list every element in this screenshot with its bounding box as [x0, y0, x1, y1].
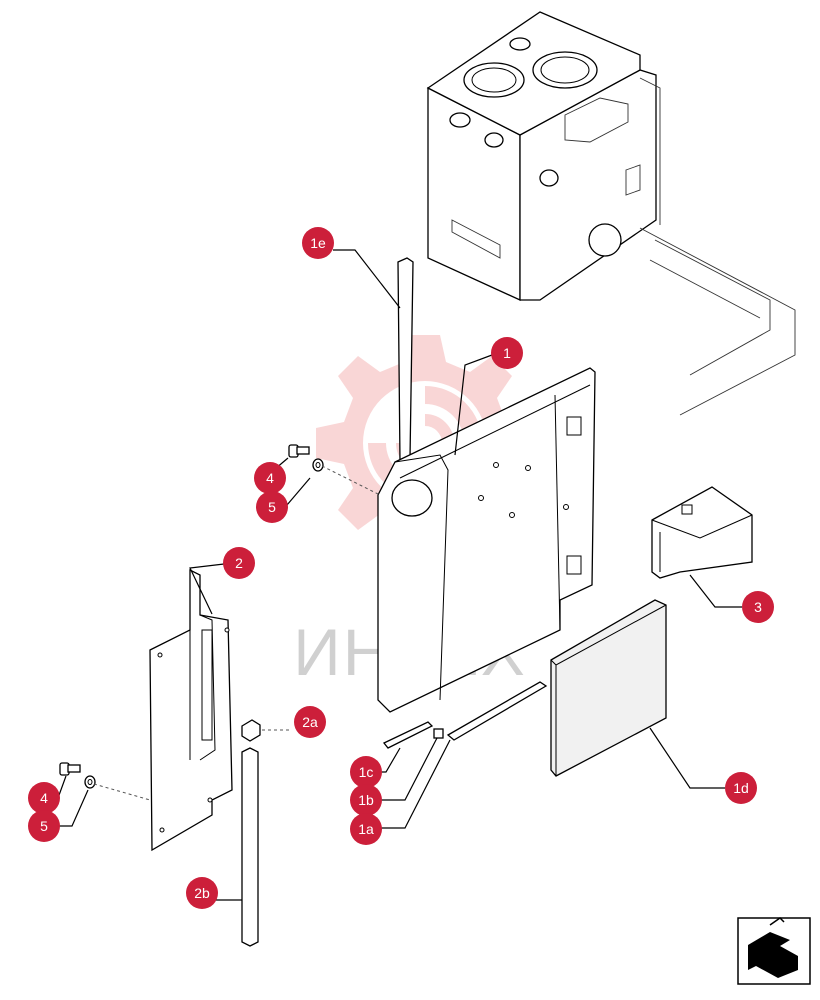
callout-1e: 1e	[302, 227, 334, 259]
part-1d-pad	[550, 599, 667, 777]
svg-text:2b: 2b	[194, 885, 210, 901]
svg-text:1c: 1c	[359, 764, 374, 780]
callout-4b: 4	[28, 782, 60, 814]
bolt-upper-icon	[288, 444, 310, 458]
svg-text:1e: 1e	[310, 235, 326, 251]
svg-text:1: 1	[503, 345, 511, 361]
part-2a-block	[241, 719, 261, 742]
callout-2b: 2b	[186, 877, 218, 909]
svg-text:3: 3	[754, 599, 762, 615]
leader-1d	[649, 727, 725, 789]
callout-1a: 1a	[350, 813, 382, 845]
orientation-nav-icon[interactable]	[737, 917, 811, 985]
svg-text:1b: 1b	[358, 792, 374, 808]
assembly-line-lower	[93, 783, 151, 801]
part-1e-strip	[397, 257, 414, 463]
callout-1b: 1b	[350, 784, 382, 816]
callout-2: 2	[223, 547, 255, 579]
part-1-main-panel	[377, 367, 596, 713]
callout-1d: 1d	[725, 772, 757, 804]
leader-5a	[286, 477, 311, 506]
callout-1c: 1c	[350, 756, 382, 788]
svg-text:2a: 2a	[302, 714, 318, 730]
part-2b-bar	[241, 747, 259, 947]
callout-2a: 2a	[294, 706, 326, 738]
part-1c-strip	[382, 721, 434, 749]
bolt-lower-icon	[59, 762, 81, 776]
svg-text:4: 4	[40, 790, 48, 806]
leader-1	[454, 354, 493, 456]
part-3-bracket	[651, 486, 753, 579]
washer-upper-icon	[312, 458, 324, 472]
svg-text:5: 5	[268, 499, 276, 515]
leader-2	[189, 563, 225, 615]
callout-5b: 5	[28, 810, 60, 842]
callout-1: 1	[491, 337, 523, 369]
callout-4a: 4	[254, 462, 286, 494]
svg-text:2: 2	[235, 555, 243, 571]
washer-lower-icon	[84, 775, 96, 789]
leader-5b	[58, 789, 89, 827]
svg-text:4: 4	[266, 470, 274, 486]
callout-5a: 5	[256, 491, 288, 523]
part-1a-strip	[446, 681, 548, 741]
frame-outline	[639, 227, 796, 416]
leader-3	[689, 574, 742, 608]
svg-text:1a: 1a	[358, 821, 374, 837]
callout-3: 3	[742, 591, 774, 623]
leader-1e	[333, 249, 401, 309]
assembly-line-upper	[321, 465, 381, 496]
machine-housing	[426, 11, 661, 302]
svg-text:5: 5	[40, 818, 48, 834]
part-2-side-plate	[149, 568, 233, 852]
part-1b-block	[433, 728, 444, 739]
svg-text:1d: 1d	[733, 780, 749, 796]
leader-1a	[370, 739, 451, 829]
